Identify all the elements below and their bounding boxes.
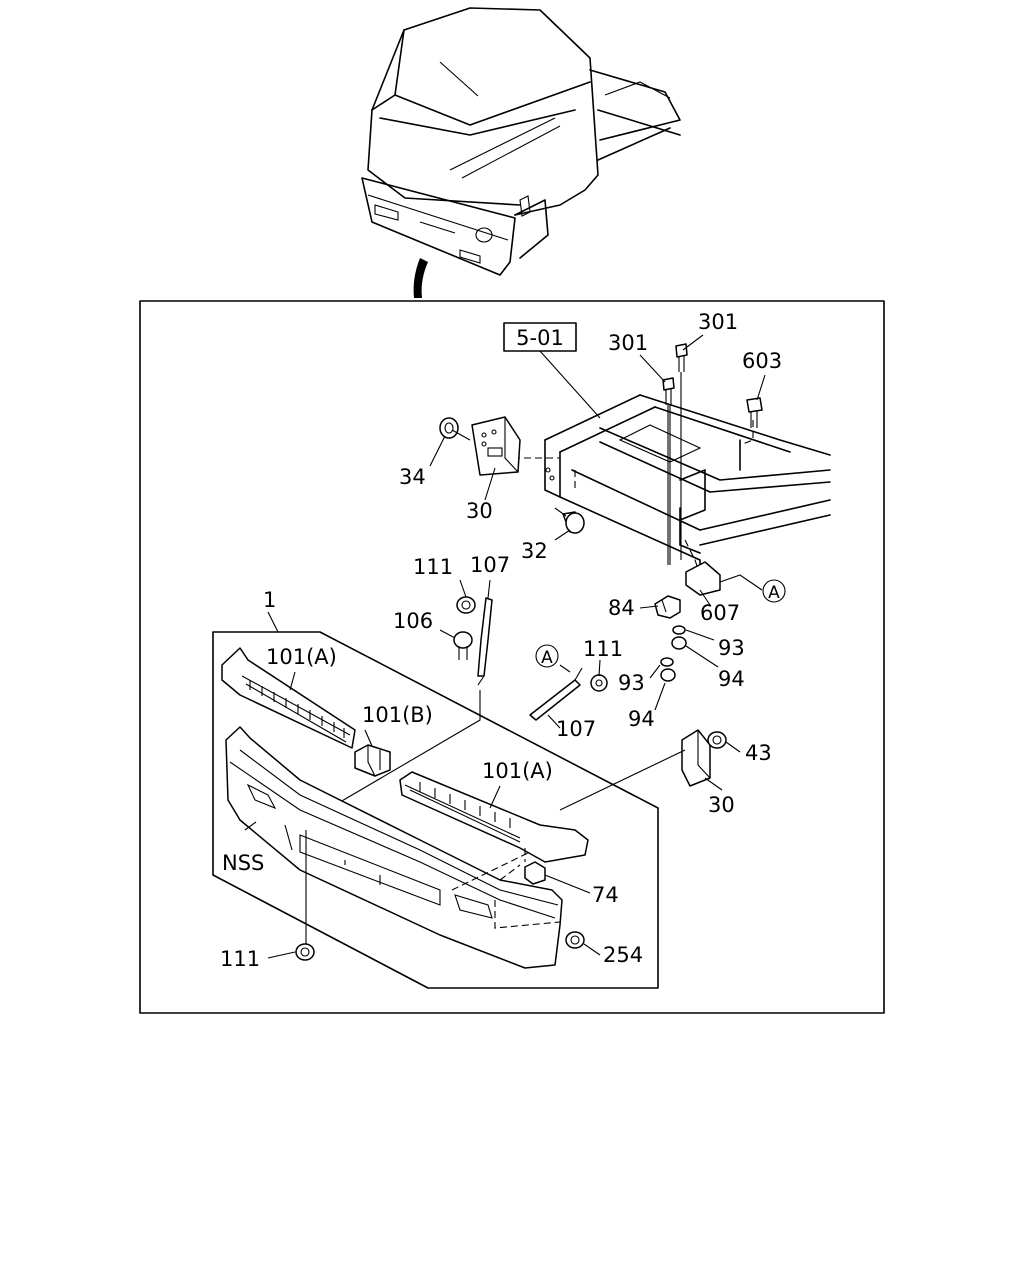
bumper-cover-101a-left <box>221 647 356 749</box>
callout-101b: 101(B) <box>362 703 433 727</box>
callout-30-lower: 30 <box>708 793 735 817</box>
bracket-607 <box>685 561 763 596</box>
nut-254 <box>565 931 585 949</box>
washer-nut-stack-left <box>660 657 676 682</box>
washer-nut-stack-right <box>671 625 687 650</box>
truck-overview-illustration <box>361 7 681 298</box>
callout-254: 254 <box>603 943 643 967</box>
nut-43 <box>707 731 727 749</box>
leader-lines <box>244 334 766 959</box>
callout-101a-right: 101(A) <box>482 759 553 783</box>
bracket-plate-30-lower <box>681 729 711 787</box>
callout-111-lower: 111 <box>220 947 260 971</box>
nut-111-mid <box>590 674 608 692</box>
bumper-assembly-outline <box>212 631 659 989</box>
callout-107-upper: 107 <box>470 553 510 577</box>
callout-30-upper: 30 <box>466 499 493 523</box>
callout-111-mid: 111 <box>583 637 623 661</box>
nut-111-lower <box>295 830 315 961</box>
bolt-301-left <box>662 377 675 565</box>
callout-nss: NSS <box>222 851 264 875</box>
callout-106: 106 <box>393 609 433 633</box>
bracket-plate-30-upper <box>471 416 521 476</box>
bumper-cover-101a-right <box>399 771 589 863</box>
marker-a-right-label: A <box>768 583 780 603</box>
callout-301-right: 301 <box>698 310 738 334</box>
clamp-84 <box>654 595 681 619</box>
stay-107-lower <box>529 667 583 721</box>
callout-603: 603 <box>742 349 782 373</box>
stay-107-upper <box>477 597 493 686</box>
callout-94-left: 94 <box>628 707 655 731</box>
reference-box-label: 5-01 <box>516 326 564 350</box>
chassis-frame <box>544 394 831 576</box>
bolt-106 <box>453 631 473 660</box>
callout-74: 74 <box>592 883 619 907</box>
bushing-34 <box>439 417 471 441</box>
callout-labels: 301 301 603 34 30 32 111 107 84 607 106 … <box>220 310 782 971</box>
bumper-main-body <box>225 726 563 969</box>
bumper-bracket-101b <box>354 744 391 777</box>
callout-1: 1 <box>263 588 276 612</box>
marker-a-right: A <box>762 579 786 603</box>
callout-34: 34 <box>399 465 426 489</box>
callout-94-right: 94 <box>718 667 745 691</box>
bolt-32 <box>554 507 585 534</box>
clip-74 <box>524 861 546 885</box>
callout-111-upper: 111 <box>413 555 453 579</box>
marker-a-left: A <box>535 644 559 668</box>
callout-607: 607 <box>700 601 740 625</box>
bolt-301-right <box>675 343 688 560</box>
bolt-603 <box>746 397 763 428</box>
marker-a-left-label: A <box>541 648 553 668</box>
callout-32: 32 <box>521 539 548 563</box>
callout-107-lower: 107 <box>556 717 596 741</box>
detail-frame <box>139 300 885 1014</box>
callout-93-right: 93 <box>718 636 745 660</box>
callout-301-left: 301 <box>608 331 648 355</box>
callout-101a-left: 101(A) <box>266 645 337 669</box>
callout-43: 43 <box>745 741 772 765</box>
callout-93-left: 93 <box>618 671 645 695</box>
callout-84: 84 <box>608 596 635 620</box>
reference-box: 5-01 <box>503 322 601 419</box>
nut-111-upper <box>456 596 476 614</box>
